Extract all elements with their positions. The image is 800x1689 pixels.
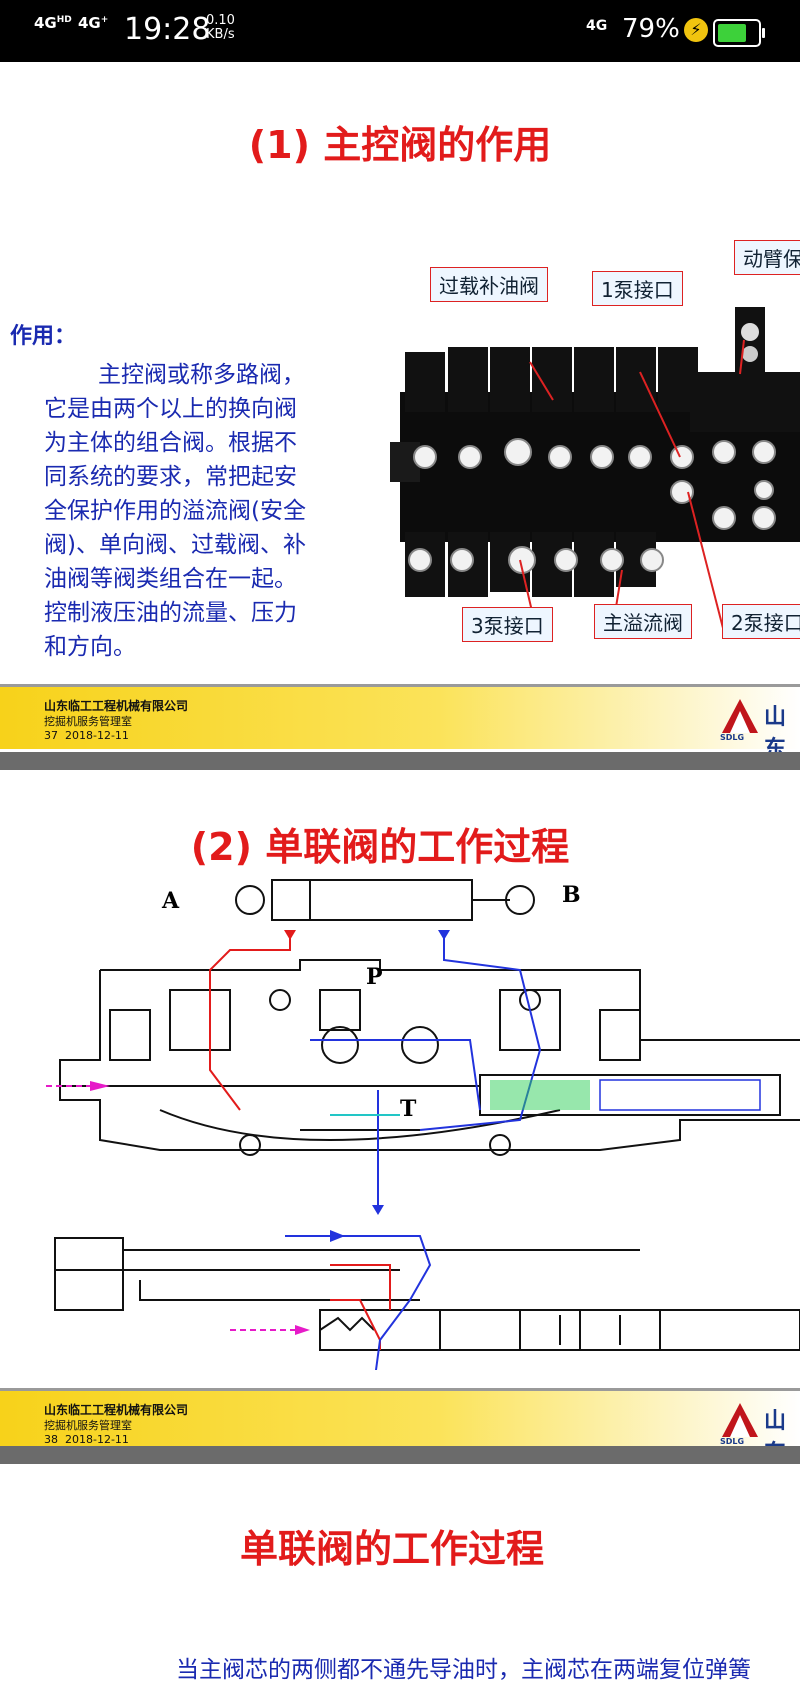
logo-sub: SDLG <box>720 733 745 742</box>
slide-2-footer: 山东临工工程机械有限公司 挖掘机服务管理室 38 2018-12-11 山东 S… <box>0 1388 800 1446</box>
desc-line: 和方向。 <box>44 634 136 660</box>
battery-percent: 79% <box>622 14 680 44</box>
port-a-label: A <box>162 888 180 914</box>
network-indicator-1: 4GHD <box>34 14 72 32</box>
desc-text: 主控阀或称多路阀， 它是由两个以上的换向阀 为主体的组合阀。根据不 同系统的要求… <box>44 358 364 664</box>
desc-line: 主控阀或称多路阀， <box>98 362 305 388</box>
slide-3-text: 当主阀芯的两侧都不通先导油时，主阀芯在两端复位弹簧 <box>176 1657 751 1683</box>
label-pump1-port: 1泵接口 <box>592 271 683 306</box>
label-overload-valve: 过载补油阀 <box>430 267 548 302</box>
label-pump2-port: 2泵接口 <box>722 604 800 639</box>
clock: 19:28 <box>124 12 211 47</box>
slide-1: (1) 主控阀的作用 作用： 主控阀或称多路阀， 它是由两个以上的换向阀 为主体… <box>0 62 800 752</box>
logo-text: 山东 <box>764 1409 787 1446</box>
logo-sub: SDLG <box>720 1437 745 1446</box>
logo-text: 山东 <box>764 705 787 752</box>
slide-3-title: 单联阀的工作过程 <box>239 1527 544 1571</box>
desc-line: 全保护作用的溢流阀(安全 <box>44 498 306 524</box>
label-pump3-port: 3泵接口 <box>462 607 553 642</box>
desc-line: 油阀等阀类组合在一起。 <box>44 566 297 592</box>
battery-icon <box>713 19 765 47</box>
desc-line: 为主体的组合阀。根据不 <box>44 430 297 456</box>
footer-dept: 挖掘机服务管理室 <box>44 715 132 728</box>
slide-1-footer: 山东临工工程机械有限公司 挖掘机服务管理室 37 2018-12-11 山东 S… <box>0 684 800 752</box>
desc-line: 阀)、单向阀、过载阀、补 <box>44 532 306 558</box>
desc-heading: 作用： <box>10 324 77 349</box>
slide-divider <box>0 1446 800 1464</box>
slide-2-title: (2) 单联阀的工作过程 <box>190 825 570 869</box>
sdlg-logo-icon <box>722 1403 758 1437</box>
network-indicator-right: 4G <box>586 18 608 34</box>
label-main-relief-valve: 主溢流阀 <box>594 604 692 639</box>
desc-line: 控制液压油的流量、压力 <box>44 600 297 626</box>
battery-fill <box>718 24 747 42</box>
network-indicator-2: 4G+ <box>78 14 109 32</box>
slide-2: (2) 单联阀的工作过程 <box>0 770 800 1446</box>
port-b-label: B <box>562 882 581 908</box>
slide-3: 单联阀的工作过程 当主阀芯的两侧都不通先导油时，主阀芯在两端复位弹簧 <box>0 1464 800 1689</box>
sdlg-logo-icon <box>722 699 758 733</box>
valve-photo <box>390 307 800 638</box>
slide-divider <box>0 752 800 770</box>
label-boom-protect: 动臂保 <box>734 240 800 275</box>
footer-company: 山东临工工程机械有限公司 <box>44 699 189 713</box>
desc-line: 它是由两个以上的换向阀 <box>44 396 297 422</box>
port-p-label: P <box>366 964 383 990</box>
port-t-label: T <box>400 1096 417 1122</box>
slide-1-title: (1) 主控阀的作用 <box>248 123 552 167</box>
valve-schematic <box>46 879 800 1370</box>
footer-page: 38 2018-12-11 <box>44 1433 129 1446</box>
desc-line: 同系统的要求，常把起安 <box>44 464 297 490</box>
footer-page: 37 2018-12-11 <box>44 729 129 742</box>
charging-icon: ⚡ <box>684 18 708 42</box>
footer-dept: 挖掘机服务管理室 <box>44 1419 132 1432</box>
footer-company: 山东临工工程机械有限公司 <box>44 1403 189 1417</box>
